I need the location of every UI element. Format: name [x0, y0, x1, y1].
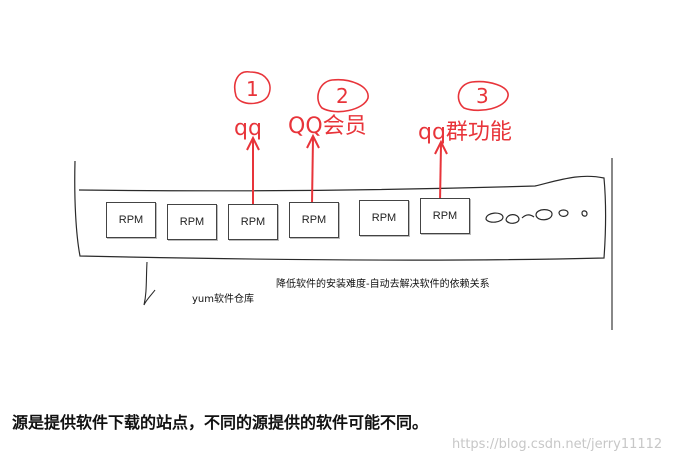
rpm-box-4: RPM — [289, 202, 339, 238]
package-label-qq: qq — [234, 116, 262, 141]
annotation-number-3: 3 — [476, 84, 489, 108]
circle-3-shape — [457, 80, 509, 112]
rpm-box-3: RPM — [228, 204, 278, 240]
repo-outline — [74, 160, 607, 261]
rpm-box-1: RPM — [106, 202, 156, 238]
annotation-number-1: 1 — [246, 77, 259, 101]
arrow-1 — [246, 135, 260, 204]
ellipsis-doodle — [485, 209, 588, 224]
arrow-3 — [434, 139, 448, 203]
repo-left-leg — [143, 261, 156, 306]
caption-text: 源是提供软件下载的站点，不同的源提供的软件可能不同。 — [12, 413, 429, 432]
annotation-number-2: 2 — [336, 84, 349, 108]
circle-2-shape — [317, 78, 369, 113]
rpm-box-6: RPM — [420, 198, 470, 234]
package-label-qq-group: qq群功能 — [418, 120, 512, 145]
package-label-qq-member: QQ会员 — [288, 114, 367, 139]
rpm-box-5: RPM — [359, 200, 409, 236]
arrow-2 — [306, 133, 320, 205]
rpm-box-2: RPM — [167, 204, 217, 240]
repo-label: yum软件仓库 — [192, 294, 254, 305]
circle-1-shape — [234, 71, 271, 105]
watermark: https://blog.csdn.net/jerry11112 — [452, 437, 663, 452]
dependency-note: 降低软件的安装难度-自动去解决软件的依赖关系 — [276, 279, 490, 290]
